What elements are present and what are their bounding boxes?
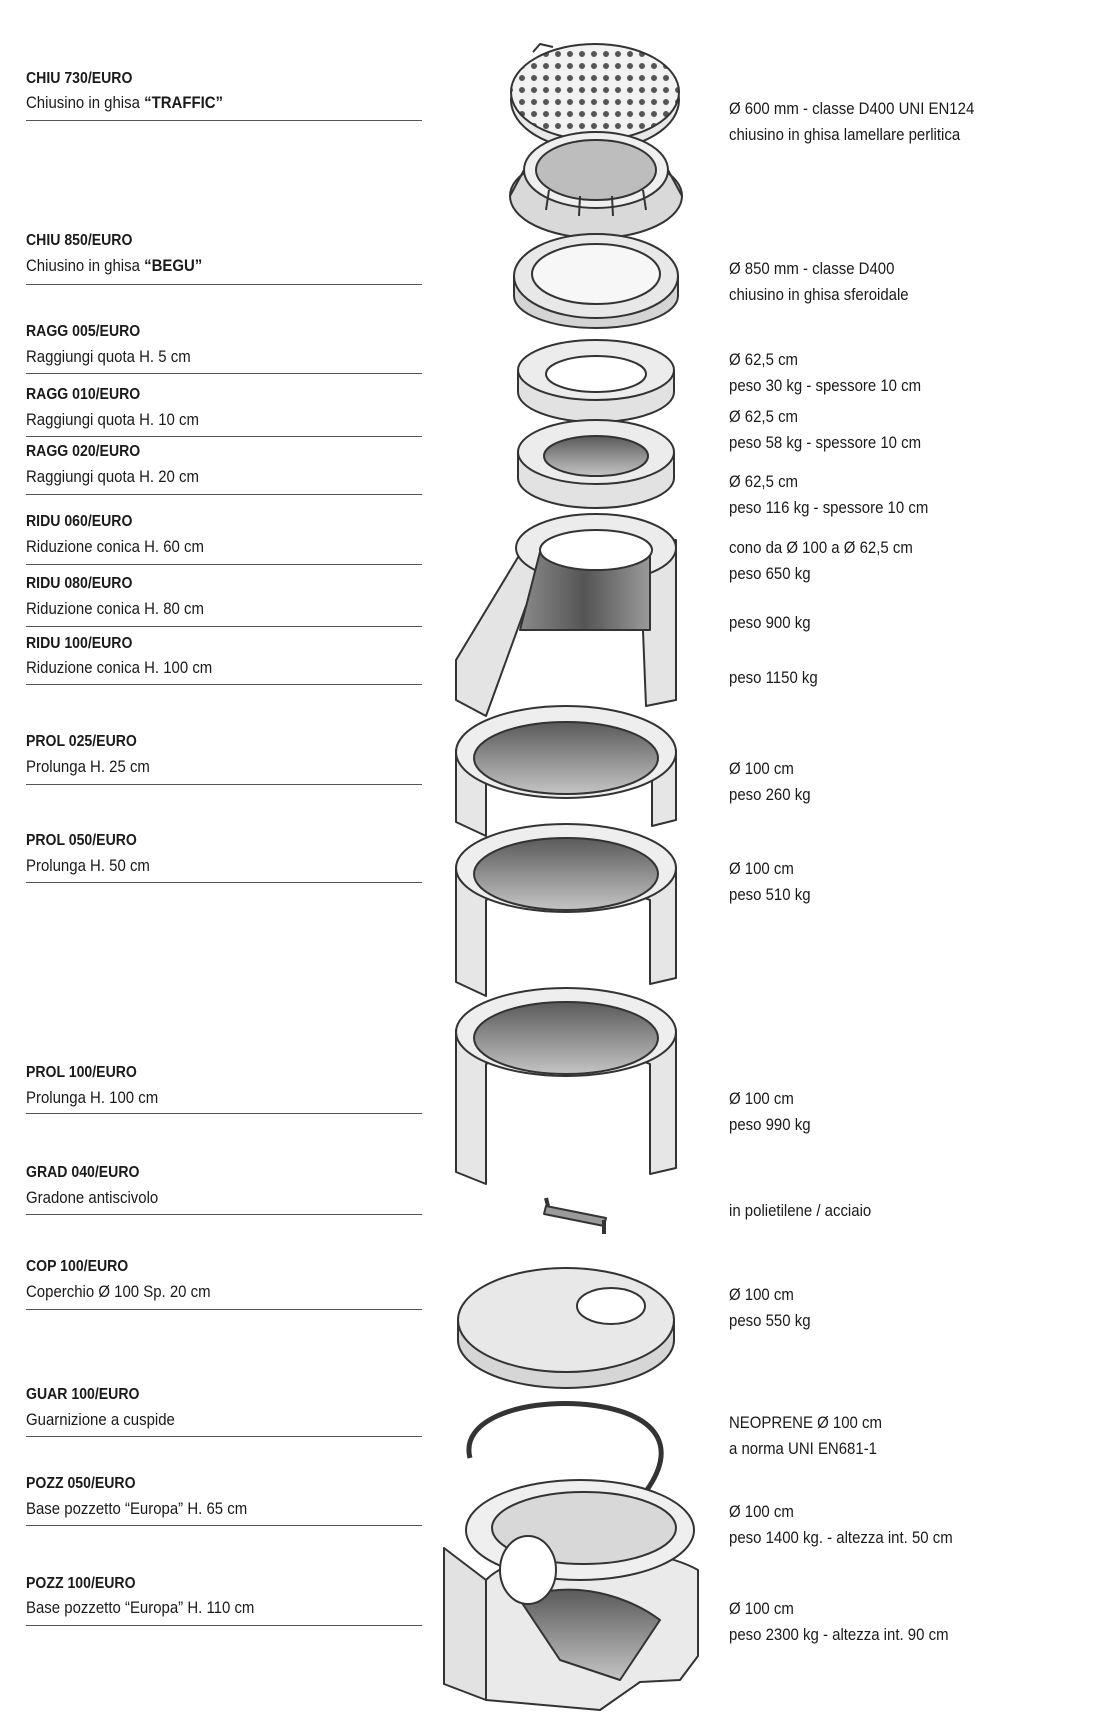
product-code: GUAR 100/EURO [26, 1386, 140, 1403]
product-code: POZZ 050/EURO [26, 1475, 136, 1492]
row-divider [26, 626, 422, 627]
ring-10cm-illustration [517, 419, 675, 509]
product-description: Gradone antiscivolo [26, 1188, 159, 1207]
extension-50cm-illustration [455, 823, 677, 997]
product-description: Chiusino in ghisa “TRAFFIC” [26, 93, 224, 112]
extension-100cm-illustration [455, 987, 677, 1185]
row-divider [26, 494, 422, 495]
product-code: GRAD 040/EURO [26, 1164, 140, 1181]
product-code: RAGG 010/EURO [26, 386, 141, 403]
spec-text: peso 1150 kg [729, 668, 818, 687]
row-divider [26, 120, 422, 121]
product-description: Riduzione conica H. 80 cm [26, 599, 204, 618]
base-pozzetto-illustration [443, 1479, 699, 1711]
product-code: CHIU 730/EURO [26, 70, 133, 87]
product-description: Prolunga H. 100 cm [26, 1088, 159, 1107]
product-description: Coperchio Ø 100 Sp. 20 cm [26, 1282, 211, 1301]
row-divider [26, 373, 422, 374]
row-divider [26, 882, 422, 883]
row-divider [26, 1214, 422, 1215]
product-description: Guarnizione a cuspide [26, 1410, 175, 1429]
gasket-illustration [466, 1401, 664, 1514]
row-divider [26, 1525, 422, 1526]
begu-cover-illustration [513, 233, 679, 329]
row-divider [26, 436, 422, 437]
row-divider [26, 564, 422, 565]
row-divider [26, 284, 422, 285]
product-code: RAGG 005/EURO [26, 323, 141, 340]
product-description: Raggiungi quota H. 10 cm [26, 410, 199, 429]
spec-text: in polietilene / acciaio [729, 1201, 872, 1220]
step-rung-illustration [543, 1197, 607, 1234]
row-divider [26, 1625, 422, 1626]
product-code: RIDU 100/EURO [26, 635, 133, 652]
product-code: RIDU 080/EURO [26, 575, 133, 592]
product-description: Riduzione conica H. 100 cm [26, 658, 213, 677]
product-code: RAGG 020/EURO [26, 443, 141, 460]
row-divider [26, 1309, 422, 1310]
product-code: RIDU 060/EURO [26, 513, 133, 530]
traffic-frame-illustration [509, 131, 683, 239]
product-code: PROL 050/EURO [26, 832, 137, 849]
product-code: POZZ 100/EURO [26, 1575, 136, 1592]
product-code: PROL 025/EURO [26, 733, 137, 750]
row-divider [26, 1436, 422, 1437]
product-description: Raggiungi quota H. 5 cm [26, 347, 191, 366]
product-description: Chiusino in ghisa “BEGU” [26, 256, 203, 275]
cover-slab-illustration [457, 1267, 675, 1389]
product-description: Raggiungi quota H. 20 cm [26, 467, 199, 486]
product-description: Prolunga H. 25 cm [26, 757, 150, 776]
row-divider [26, 1113, 422, 1114]
product-code: PROL 100/EURO [26, 1064, 137, 1081]
spec-text: peso 900 kg [729, 613, 811, 632]
product-code: COP 100/EURO [26, 1258, 129, 1275]
product-description: Riduzione conica H. 60 cm [26, 537, 204, 556]
row-divider [26, 784, 422, 785]
product-description: Prolunga H. 50 cm [26, 856, 150, 875]
product-code: CHIU 850/EURO [26, 232, 133, 249]
product-description: Base pozzetto “Europa” H. 110 cm [26, 1598, 255, 1617]
extension-25cm-illustration [455, 705, 677, 837]
row-divider [26, 684, 422, 685]
traffic-grate-illustration [510, 43, 680, 151]
ring-5cm-illustration [517, 339, 675, 423]
product-description: Base pozzetto “Europa” H. 65 cm [26, 1499, 248, 1518]
conical-reduction-illustration [455, 513, 677, 717]
